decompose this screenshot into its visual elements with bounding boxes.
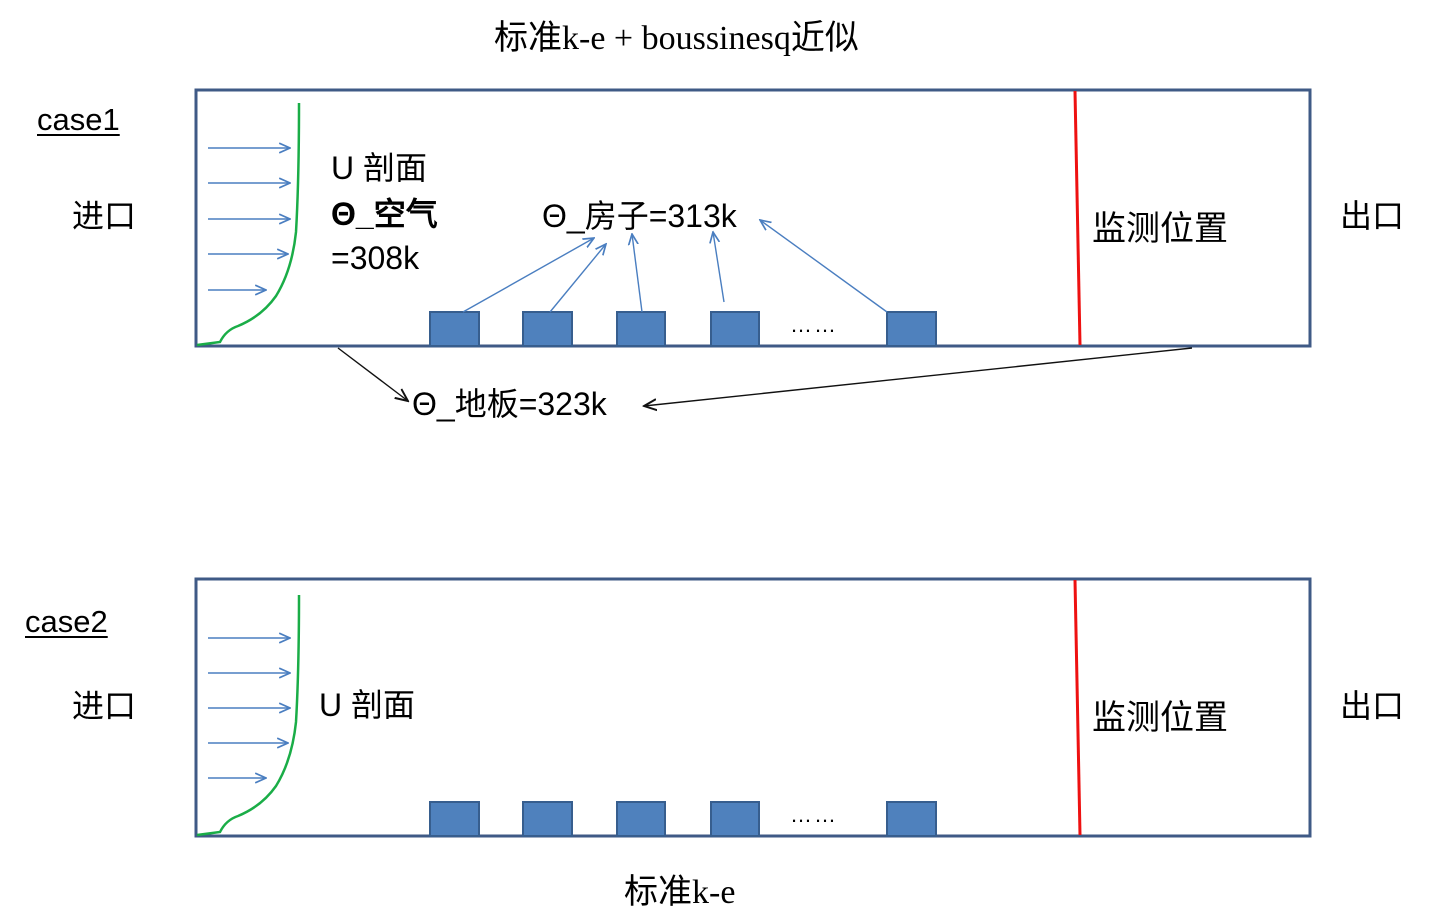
house-block xyxy=(616,311,666,347)
case1-ellipsis: …… xyxy=(790,312,838,337)
case1-outlet-label: 出口 xyxy=(1340,198,1405,234)
case1-velocity-profile xyxy=(196,102,301,347)
case2-velocity-profile xyxy=(196,594,301,837)
arrow-icon xyxy=(632,234,643,313)
case2-inlet-label: 进口 xyxy=(72,688,137,724)
arrow-icon xyxy=(713,232,725,303)
arrow-icon xyxy=(462,238,594,313)
house-block xyxy=(616,801,666,837)
arrow-icon xyxy=(549,244,606,313)
house-block xyxy=(429,801,480,837)
title-bottom: 标准k-e xyxy=(624,874,736,911)
floor-temp-arrows xyxy=(337,347,1193,406)
case2-inflow-arrows xyxy=(208,638,290,778)
case1-air-temp-value: =308k xyxy=(331,240,420,276)
arrow-icon xyxy=(337,347,408,401)
case2-outlet-label: 出口 xyxy=(1340,688,1405,724)
case1-house-temp-arrows xyxy=(462,220,888,313)
case1-label: case1 xyxy=(37,102,120,137)
case2-label: case2 xyxy=(25,604,108,639)
case1-monitor-label: 监测位置 xyxy=(1092,210,1228,248)
case1-inlet-label: 进口 xyxy=(72,198,137,234)
case2-houses xyxy=(429,801,937,837)
case1-inflow-arrows xyxy=(208,148,290,290)
house-block xyxy=(886,801,937,837)
floor-temp-label: Θ_地板=323k xyxy=(412,386,607,422)
case2-ellipsis: …… xyxy=(790,802,838,827)
house-block xyxy=(710,311,760,347)
case1-house-temp-label: Θ_房子=313k xyxy=(542,198,737,234)
case2-profile-label: U 剖面 xyxy=(319,687,416,723)
case2-monitor-label: 监测位置 xyxy=(1092,699,1228,737)
arrow-icon xyxy=(644,347,1193,406)
title-top: 标准k-e + boussinesq近似 xyxy=(494,20,859,57)
case1-monitor-line xyxy=(1073,90,1082,346)
case2-diagram xyxy=(194,577,1312,838)
case1-air-temp-label: Θ_空气 xyxy=(331,196,438,232)
house-block xyxy=(522,801,573,837)
arrow-icon xyxy=(760,220,888,313)
house-block xyxy=(522,311,573,347)
house-block xyxy=(429,311,480,347)
house-block xyxy=(710,801,760,837)
case1-houses xyxy=(429,311,937,347)
case1-diagram xyxy=(194,88,1312,406)
case2-monitor-line xyxy=(1073,579,1082,836)
case1-profile-label: U 剖面 xyxy=(331,150,428,186)
house-block xyxy=(886,311,937,347)
